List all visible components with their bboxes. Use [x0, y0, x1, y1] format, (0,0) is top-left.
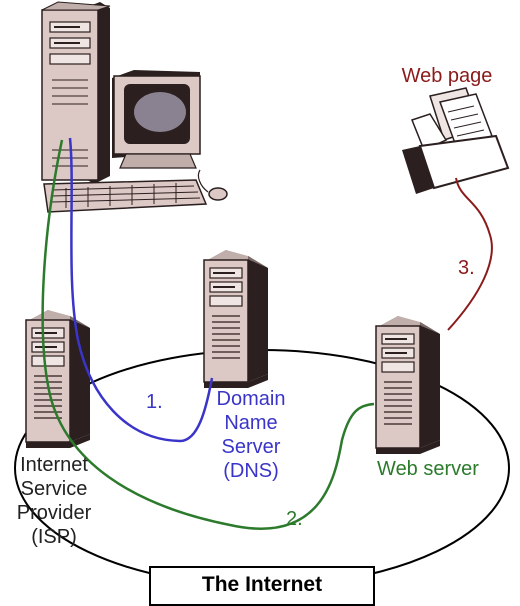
step-2-label: 2. — [286, 508, 303, 530]
route-step-3 — [447, 177, 493, 331]
open-folder-document-icon — [402, 87, 510, 194]
step-1-label: 1. — [146, 391, 163, 413]
route-step-1 — [68, 137, 214, 443]
step-3-label: 3. — [458, 257, 475, 279]
route-step-2 — [41, 139, 375, 530]
dns-label: Domain Name Server (DNS) — [216, 388, 286, 482]
isp-label: Internet Service Provider (ISP) — [16, 454, 92, 548]
dns-server-icon — [203, 249, 269, 389]
internet-label-box — [149, 566, 375, 606]
desktop-computer-icon — [41, 1, 228, 213]
internet-label: The Internet — [201, 573, 323, 596]
web-server-icon — [375, 315, 441, 455]
web-server-label: Web server — [377, 458, 479, 480]
web-page-label: Web page — [401, 65, 493, 87]
isp-server-icon — [25, 309, 91, 449]
